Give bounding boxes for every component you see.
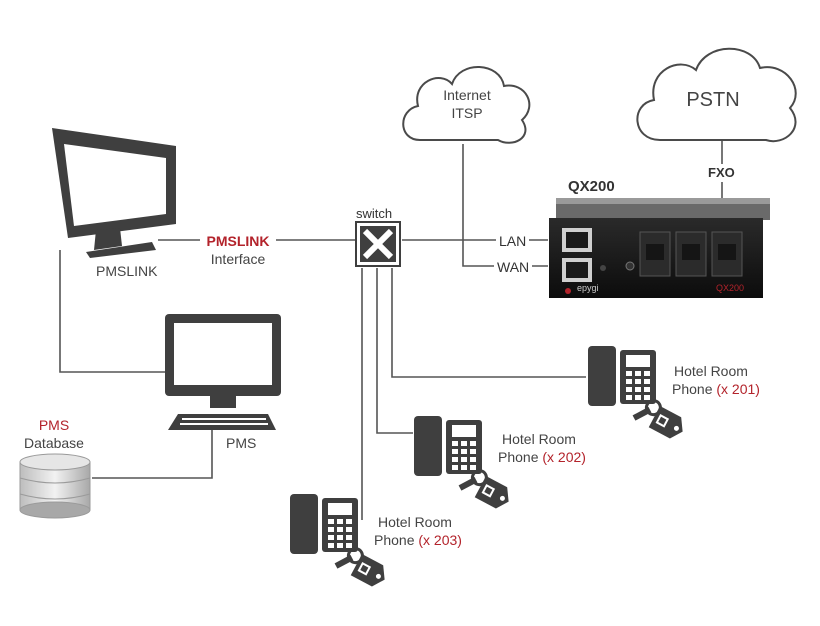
- wan-label: WAN: [494, 258, 533, 276]
- pstn-cloud-icon: [636, 47, 797, 143]
- line-pms-to-database: [92, 428, 213, 479]
- phone-203-label: Hotel Room Phone (x 203): [374, 514, 462, 548]
- pmslink-interface-label: PMSLINK Interface: [200, 232, 276, 268]
- line-switch-to-phone-202: [376, 268, 413, 434]
- switch-label: switch: [356, 206, 393, 221]
- pmslink-monitor-icon: [52, 128, 176, 258]
- device-name-label: QX200: [568, 178, 615, 195]
- pstn-cloud-label: PSTN: [686, 89, 740, 111]
- phone-201-label: Hotel Room Phone (x 201): [672, 363, 760, 397]
- pmslink-computer-label: PMSLINK: [96, 263, 158, 279]
- phone-202-label: Hotel Room Phone (x 202): [498, 431, 586, 465]
- device-brand-label: epygi: [577, 283, 599, 293]
- fxo-label: FXO: [706, 164, 737, 182]
- switch-icon: [355, 221, 401, 267]
- pms-computer-label: PMS: [226, 435, 257, 451]
- pms-computer-icon: [165, 314, 281, 430]
- qx200-device-icon: [549, 198, 770, 298]
- line-switch-to-phone-201: [391, 268, 586, 378]
- internet-cloud-icon: [402, 66, 531, 144]
- database-icon: [19, 453, 91, 519]
- line-pmslink-to-pms: [59, 250, 168, 373]
- device-model-tag: QX200: [716, 283, 745, 293]
- lan-label: LAN: [496, 232, 530, 250]
- connection-lines: [59, 140, 723, 520]
- internet-cloud-label: Internet ITSP: [443, 87, 491, 121]
- pms-database-label: PMS Database: [24, 417, 84, 451]
